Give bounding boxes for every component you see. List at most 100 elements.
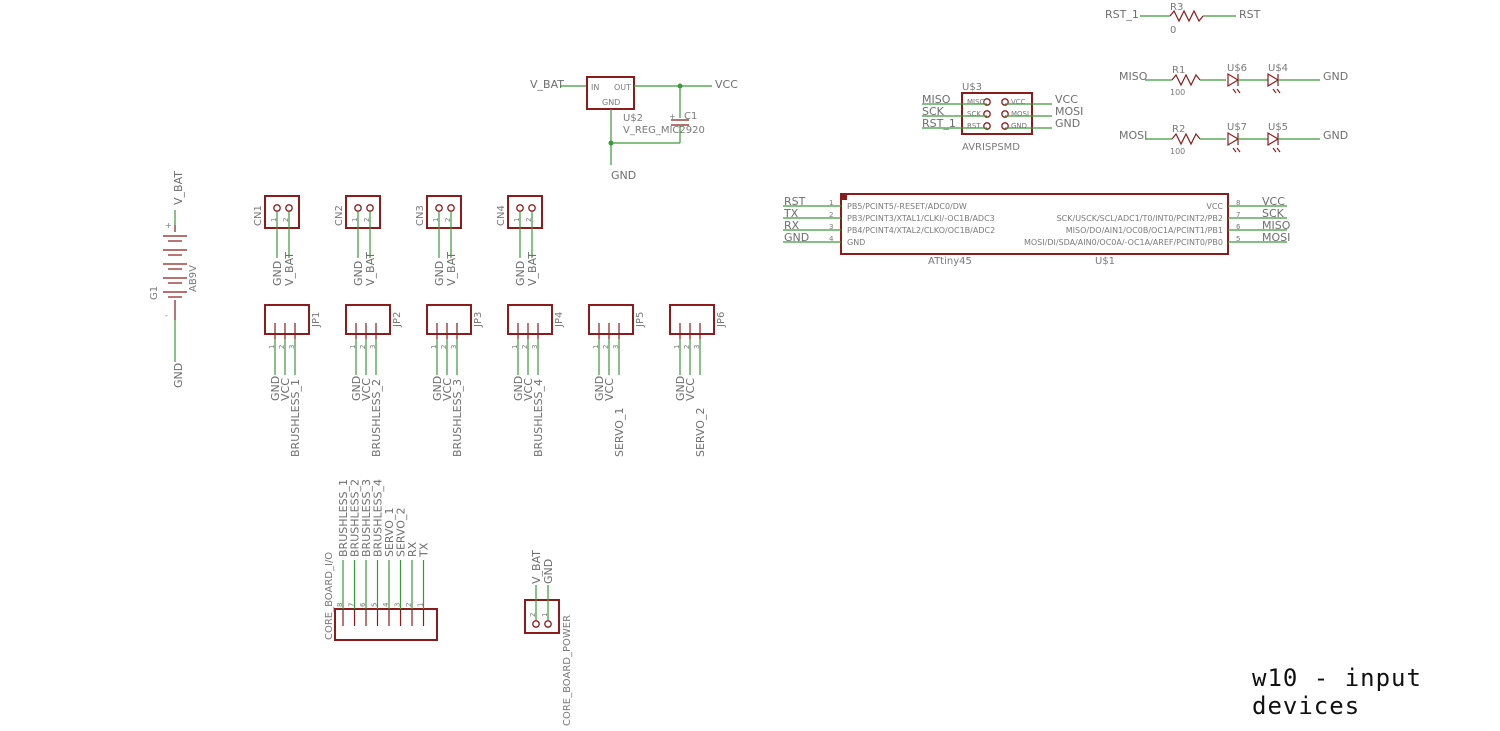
avrisp-u3: U$3 MISO SCK RST VCC MOSI GND MISO SCK R…: [922, 82, 1083, 153]
header-net-label: VCC: [684, 378, 697, 401]
reg-pin-in: IN: [591, 83, 599, 92]
connector-pin-number: 2: [282, 218, 290, 222]
core-power-pin-1: 1: [541, 613, 549, 617]
led-u5-ref: U$5: [1268, 122, 1288, 133]
mcu-func-6: MISO/DO/AIN1/OC0B/OC1A/PCINT1/PB1: [1066, 226, 1223, 235]
avr-net-mosi: MOSI: [1055, 105, 1083, 118]
header-pin-number: 2: [521, 345, 529, 349]
row2-net-gnd: GND: [1323, 129, 1348, 142]
mcu-func-4: GND: [847, 238, 865, 247]
core-io-pin-number: 2: [405, 603, 413, 607]
header-net-label: VCC: [360, 378, 373, 401]
core-io-pins: 8BRUSHLESS_17BRUSHLESS_26BRUSHLESS_35BRU…: [336, 479, 431, 626]
header-net-label: SERVO_1: [613, 408, 626, 457]
r2-value: 100: [1170, 147, 1185, 156]
mcu-func-3: PB4/PCINT4/XTAL2/CLKO/OC1B/ADC2: [847, 226, 995, 235]
mcu-func-2: PB3/PCINT3/XTAL1/CLKI/-OC1B/ADC3: [847, 214, 995, 223]
core-io-pin-number: 1: [417, 603, 425, 607]
capacitor-ref: C1: [684, 111, 697, 122]
mcu-func-1: PB5/PCINT5/-RESET/ADC0/DW: [847, 202, 967, 211]
header-pin-number: 2: [359, 345, 367, 349]
avr-net-miso: MISO: [922, 93, 951, 106]
connector-pin-number: 1: [432, 218, 440, 222]
mcu-net-rst: RST: [784, 195, 806, 208]
mcu-pin-3: 3: [829, 223, 833, 231]
header-net-label: VCC: [441, 378, 454, 401]
header-pin-number: 3: [288, 345, 296, 349]
reg-pin-gnd: GND: [602, 98, 620, 107]
header-pin-number: 3: [612, 345, 620, 349]
core-io-net-label: TX: [418, 542, 431, 558]
servo-esc-headers: JP11GND2VCC3BRUSHLESS_1JP21GND2VCC3BRUSH…: [264, 304, 727, 457]
r3-zigzag-icon: [1169, 9, 1204, 23]
led-u4-icon: [1267, 72, 1281, 94]
led-u5-icon: [1267, 131, 1281, 153]
mcu-net-sck: SCK: [1262, 207, 1285, 220]
core-io-pin-number: 7: [348, 603, 356, 607]
battery-plus-mark: +: [165, 221, 172, 230]
battery-top-net: V_BAT: [172, 171, 185, 205]
battery-value: AB9V: [188, 265, 199, 292]
core-io-pin-number: 8: [336, 603, 344, 607]
mcu-func-8: VCC: [1206, 202, 1223, 211]
avr-ref: U$3: [962, 82, 982, 93]
connector-ref: CN3: [415, 205, 426, 226]
mcu-ref: U$1: [1095, 256, 1115, 267]
header-pin-number: 2: [683, 345, 691, 349]
header-net-label: VCC: [522, 378, 535, 401]
connector-ref: CN1: [253, 205, 264, 226]
connector-ref: CN4: [496, 205, 507, 226]
connector-pin-number: 2: [525, 218, 533, 222]
avr-pin-gnd: GND: [1011, 122, 1027, 130]
header-net-label: BRUSHLESS_1: [289, 379, 302, 457]
avr-pin-miso: MISO: [967, 98, 986, 106]
reg-ref: U$2: [623, 113, 643, 124]
header-pin-number: 3: [531, 345, 539, 349]
connector-net-label: V_BAT: [283, 252, 296, 286]
mcu-pin-2: 2: [829, 211, 833, 219]
r2-ref: R2: [1172, 124, 1185, 135]
header-pin-number: 1: [349, 345, 357, 349]
core-power-net-vbat: V_BAT: [530, 550, 543, 584]
header-net-label: BRUSHLESS_3: [451, 379, 464, 457]
r3-ref: R3: [1170, 2, 1183, 13]
battery-bottom-net: GND: [172, 363, 185, 388]
avr-net-sck: SCK: [922, 105, 945, 118]
mcu-net-mosi: MOSI: [1262, 231, 1290, 244]
core-io-net-label: SERVO_1: [383, 508, 396, 557]
core-io-net-label: RX: [406, 541, 419, 557]
row1-net-gnd: GND: [1323, 70, 1348, 83]
avr-pin-mosi: MOSI: [1011, 110, 1029, 118]
mcu-pin-4: 4: [829, 235, 834, 243]
core-io-pin-number: 3: [394, 603, 402, 607]
reg-value: V_REG_MIC2920: [623, 125, 705, 136]
header-pin-number: 1: [592, 345, 600, 349]
header-net-label: BRUSHLESS_4: [532, 379, 545, 457]
core-io-pin-number: 5: [371, 603, 379, 607]
core-io-pin-number: 6: [359, 602, 367, 607]
core-board-power: 2 1 V_BAT GND CORE_BOARD_POWER: [524, 550, 573, 726]
mcu-pin-8: 8: [1236, 199, 1240, 207]
connector-net-label: V_BAT: [526, 252, 539, 286]
row1-net-in: MISO: [1119, 70, 1148, 83]
mcu-name: ATtiny45: [928, 256, 972, 267]
connector-pin-number: 1: [270, 218, 278, 222]
mcu-net-vcc: VCC: [1262, 195, 1285, 208]
header-pin-number: 1: [268, 345, 276, 349]
led-row-1: MISO R1 100 U$6 U$4 GND: [1119, 63, 1348, 97]
avr-value: AVRISPSMD: [962, 142, 1020, 153]
header-ref: JP2: [392, 312, 403, 328]
connector-net-label: GND: [352, 261, 365, 286]
core-io-net-label: BRUSHLESS_4: [372, 479, 385, 557]
avr-pin-vcc: VCC: [1011, 98, 1026, 106]
r2-zigzag-icon: [1171, 132, 1201, 146]
reg-net-in: V_BAT: [530, 78, 564, 91]
capacitor-plus-mark: +: [669, 112, 676, 121]
